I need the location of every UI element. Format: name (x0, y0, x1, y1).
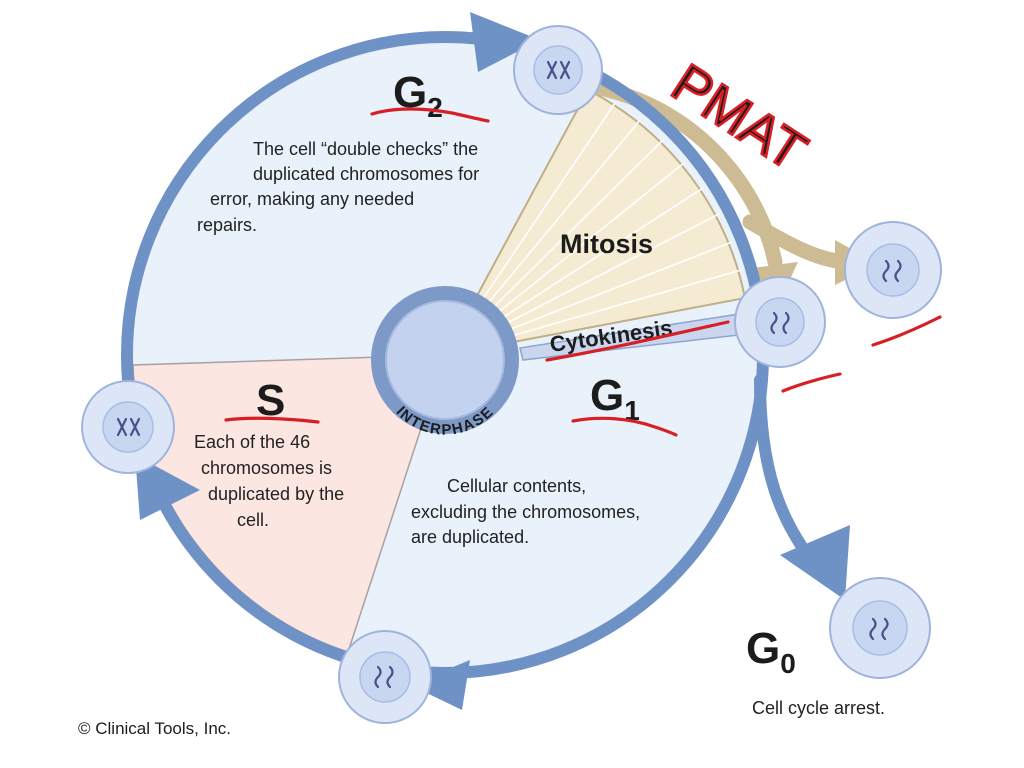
s-desc-line-1: Each of the 46 (194, 432, 310, 452)
ring-arrowhead-top (470, 12, 540, 72)
g0-desc: Cell cycle arrest. (752, 698, 885, 718)
g1-desc-line-3: are duplicated. (411, 527, 529, 547)
tick-mark-right-lower (781, 372, 842, 393)
cell-top (513, 25, 603, 115)
s-desc-line-3: duplicated by the (208, 484, 344, 504)
underline-cytokinesis (545, 320, 730, 362)
ring-arrowhead-left (135, 455, 200, 520)
underline-g2 (370, 107, 490, 123)
mitosis-label: Mitosis (560, 229, 653, 259)
g2-desc-line-2: duplicated chromosomes for (253, 164, 479, 184)
g0-label: G0 (746, 624, 796, 679)
cell-bottom (338, 630, 432, 724)
cell-daughter-lower (734, 276, 826, 368)
interphase-center-core (385, 300, 505, 420)
copyright-text: © Clinical Tools, Inc. (78, 719, 231, 738)
s-desc-line-2: chromosomes is (201, 458, 332, 478)
s-desc-line-4: cell. (237, 510, 269, 530)
underline-g1 (571, 416, 678, 437)
g1-desc-line-2: excluding the chromosomes, (411, 502, 640, 522)
g1-label: G1 (590, 371, 640, 426)
tick-mark-right-upper (871, 315, 942, 347)
g1-desc-line-1: Cellular contents, (447, 476, 586, 496)
ring-arrowhead-bottom (410, 660, 470, 710)
g2-desc-line-1: The cell “double checks” the (253, 139, 478, 159)
cell-left (81, 380, 175, 474)
underline-s (224, 416, 320, 424)
mitosis-fan (443, 88, 747, 357)
g2-desc-line-4: repairs. (197, 215, 257, 235)
g0-arrow (754, 374, 821, 571)
cell-daughter-right (844, 221, 942, 319)
g2-desc-line-3: error, making any needed (210, 189, 414, 209)
g0-arrowhead (780, 525, 850, 600)
cell-g0 (829, 577, 931, 679)
